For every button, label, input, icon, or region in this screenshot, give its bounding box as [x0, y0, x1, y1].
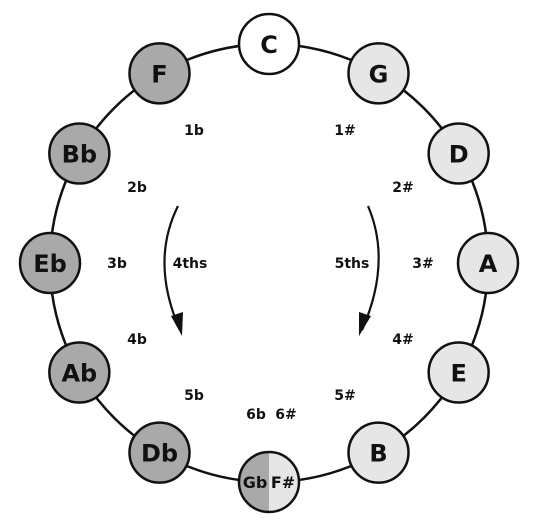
- note-eb: Eb: [18, 231, 82, 295]
- flat-count-5: 5b: [184, 388, 204, 404]
- fifths-arrowhead: [359, 312, 371, 336]
- sharp-count-5: 5#: [334, 388, 355, 404]
- flat-count-6: 6b: [246, 407, 266, 423]
- note-label: Gb: [243, 473, 268, 492]
- note-circle: [237, 12, 301, 76]
- note-label: G: [369, 60, 389, 88]
- note-bb: Bb: [48, 122, 111, 185]
- note-label: Db: [141, 440, 178, 468]
- note-e: E: [427, 341, 490, 404]
- note-circle: [128, 421, 191, 484]
- fourths-label: 4ths: [173, 256, 208, 272]
- note-b: B: [347, 421, 410, 484]
- note-db: Db: [128, 421, 191, 484]
- note-circle: [347, 42, 410, 105]
- note-label: B: [369, 440, 387, 468]
- note-circle: [427, 122, 490, 185]
- flat-count-4: 4b: [127, 332, 147, 348]
- note-f: F: [128, 42, 191, 105]
- note-label: F: [151, 60, 167, 88]
- note-circle: [128, 42, 191, 105]
- note-ab: Ab: [48, 341, 111, 404]
- note-a: A: [456, 231, 520, 295]
- note-label: Bb: [62, 141, 97, 169]
- sharp-count-2: 2#: [392, 180, 413, 196]
- note-label: Eb: [33, 250, 67, 278]
- note-g: G: [347, 42, 410, 105]
- note-label: E: [450, 360, 466, 388]
- note-label: C: [260, 31, 278, 59]
- flat-count-1: 1b: [184, 123, 204, 139]
- note-label: D: [449, 141, 469, 169]
- note-circle: [237, 450, 301, 514]
- note-half-dark: [239, 452, 269, 512]
- fourths-arrowhead: [171, 312, 183, 336]
- note-circle: [456, 231, 520, 295]
- note-circle: [347, 421, 410, 484]
- note-label: A: [479, 250, 498, 278]
- sharp-count-1: 1#: [334, 123, 355, 139]
- note-c: C: [237, 12, 301, 76]
- fifths-label: 5ths: [335, 256, 370, 272]
- sharp-count-4: 4#: [392, 332, 413, 348]
- note-label-alt: F#: [271, 473, 295, 492]
- note-label: Ab: [61, 360, 97, 388]
- note-circle: [427, 341, 490, 404]
- sharp-count-6: 6#: [275, 407, 296, 423]
- note-circle: [48, 122, 111, 185]
- sharp-count-3: 3#: [412, 256, 433, 272]
- note-half-light: [269, 452, 299, 512]
- note-circle: [18, 231, 82, 295]
- flat-count-2: 2b: [127, 180, 147, 196]
- note-d: D: [427, 122, 490, 185]
- flat-count-3: 3b: [107, 256, 127, 272]
- note-circle: [48, 341, 111, 404]
